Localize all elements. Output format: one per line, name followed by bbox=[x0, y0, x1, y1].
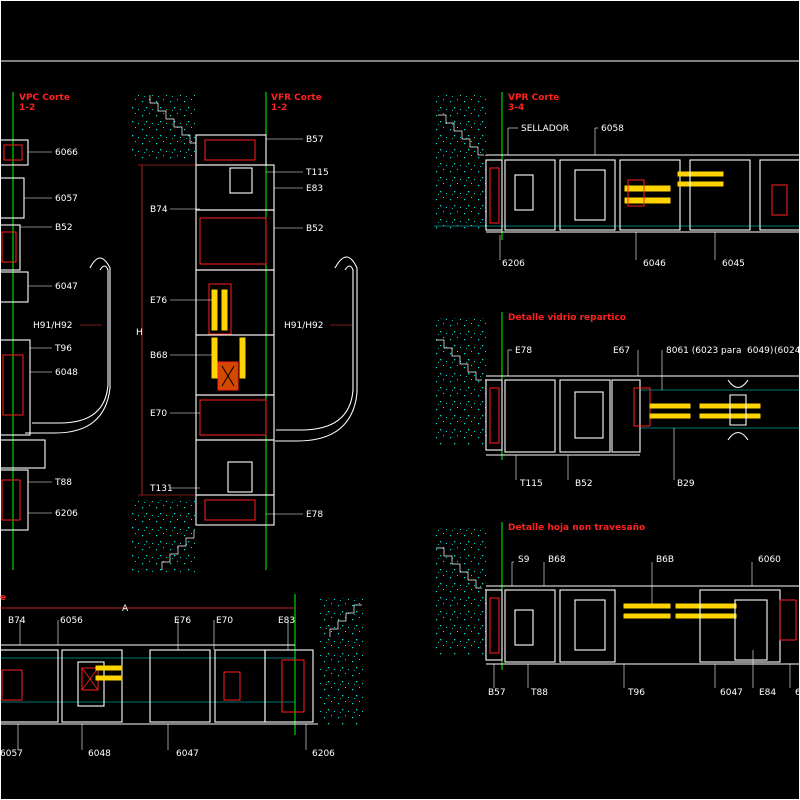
vfr-label-h: H bbox=[136, 328, 143, 338]
hoja-label-s9: S9 bbox=[518, 555, 530, 565]
vpc-section-detail: VPC Corte 1-2 6066 6057 B52 6 bbox=[0, 92, 111, 570]
vidrio-label-b52: B52 bbox=[575, 479, 593, 489]
vfr-label-e78: E78 bbox=[306, 510, 323, 520]
vidrio-label-8061: 8061 (6023 para bbox=[666, 346, 742, 356]
vpc-label-6057: 6057 bbox=[55, 194, 78, 204]
vpr-label-6045: 6045 bbox=[722, 259, 745, 269]
vpc-label-h91-h92: H91/H92 bbox=[33, 321, 72, 331]
vpr-section-detail: VPR Corte 3-4 SELLADOR 6 bbox=[434, 92, 800, 269]
horiz-label-b74: B74 bbox=[8, 616, 26, 626]
vfr-label-e70: E70 bbox=[150, 409, 167, 419]
horiz-label-6206: 6206 bbox=[312, 749, 335, 759]
hoja-label-6: 6 bbox=[795, 688, 800, 698]
vfr-label-b68: B68 bbox=[150, 351, 168, 361]
hoja-title: Detalle hoja non travesaño bbox=[508, 523, 645, 533]
vpr-label-sellador: SELLADOR bbox=[521, 124, 569, 134]
hoja-label-b6b: B6B bbox=[656, 555, 674, 565]
horiz-label-e83: E83 bbox=[278, 616, 295, 626]
vfr-section-detail: VFR Corte 1-2 bbox=[132, 92, 358, 572]
vidrio-label-e67: E67 bbox=[613, 346, 630, 356]
vidrio-label-e78: E78 bbox=[515, 346, 532, 356]
vpc-label-t96: T96 bbox=[54, 344, 72, 354]
vfr-title-line2: 1-2 bbox=[271, 103, 287, 113]
vidrio-label-6049: 6049) bbox=[747, 346, 773, 356]
horizontal-section-detail: e A bbox=[0, 593, 365, 759]
hoja-label-t88: T88 bbox=[530, 688, 548, 698]
vidrio-label-6024: (6024 bbox=[774, 346, 800, 356]
horiz-label-a: A bbox=[122, 604, 129, 614]
vfr-label-t115: T115 bbox=[305, 168, 329, 178]
vfr-label-b52: B52 bbox=[306, 224, 324, 234]
horiz-label-6048: 6048 bbox=[88, 749, 111, 759]
vidrio-label-t115: T115 bbox=[519, 479, 543, 489]
vpr-label-6206: 6206 bbox=[502, 259, 525, 269]
horiz-label-6047: 6047 bbox=[176, 749, 199, 759]
vpc-label-6206: 6206 bbox=[55, 509, 78, 519]
horiz-label-6056: 6056 bbox=[60, 616, 83, 626]
sash-detail: Detalle hoja non travesaño bbox=[434, 522, 800, 698]
vpr-label-6046: 6046 bbox=[643, 259, 666, 269]
vfr-label-h91-h92: H91/H92 bbox=[284, 321, 323, 331]
vpr-title-line1: VPR Corte bbox=[508, 93, 559, 103]
vpc-label-6048: 6048 bbox=[55, 368, 78, 378]
horiz-title-partial: e bbox=[0, 593, 6, 603]
horiz-label-6057: 6057 bbox=[0, 749, 23, 759]
hoja-label-t96: T96 bbox=[627, 688, 645, 698]
hoja-label-6047: 6047 bbox=[720, 688, 743, 698]
horiz-label-e70: E70 bbox=[216, 616, 233, 626]
horiz-label-e76: E76 bbox=[174, 616, 191, 626]
vfr-label-b74: B74 bbox=[150, 205, 168, 215]
vfr-label-e76: E76 bbox=[150, 296, 167, 306]
vfr-label-t131: T131 bbox=[149, 484, 173, 494]
vpc-label-b52: B52 bbox=[55, 223, 73, 233]
vpc-label-6066: 6066 bbox=[55, 148, 78, 158]
vpc-label-6047: 6047 bbox=[55, 282, 78, 292]
vidrio-title: Detalle vidrio repartico bbox=[508, 313, 626, 323]
vfr-label-e83: E83 bbox=[306, 184, 323, 194]
glass-detail: Detalle vidrio repartico E78 E67 8 bbox=[434, 312, 800, 489]
vpr-title-line2: 3-4 bbox=[508, 103, 524, 113]
vpc-title-line1: VPC Corte bbox=[19, 93, 70, 103]
vpr-label-6058: 6058 bbox=[601, 124, 624, 134]
hoja-label-b68: B68 bbox=[548, 555, 566, 565]
hoja-label-b57: B57 bbox=[488, 688, 506, 698]
hoja-label-6060: 6060 bbox=[758, 555, 781, 565]
vfr-title-line1: VFR Corte bbox=[271, 93, 322, 103]
vpc-label-t88: T88 bbox=[54, 478, 72, 488]
vfr-label-b57: B57 bbox=[306, 135, 324, 145]
vpc-title-line2: 1-2 bbox=[19, 103, 35, 113]
hoja-label-e84: E84 bbox=[759, 688, 776, 698]
vidrio-label-b29: B29 bbox=[677, 479, 695, 489]
